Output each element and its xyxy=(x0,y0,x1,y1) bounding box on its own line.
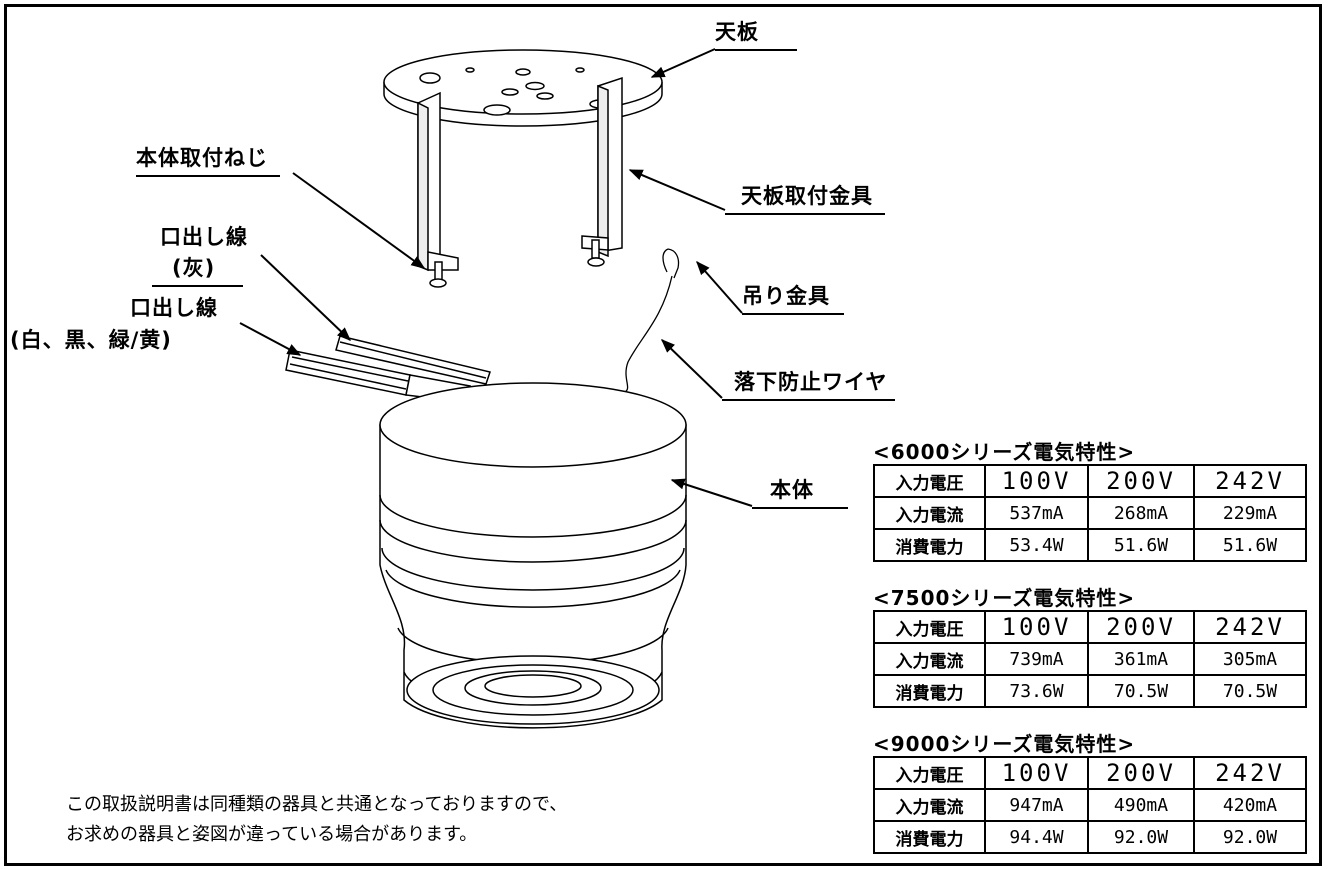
cell-value: 947mA xyxy=(984,788,1089,822)
row-label: 消費電力 xyxy=(873,674,986,708)
cell-value: 92.0W xyxy=(1193,820,1307,854)
spec-row-current: 入力電流 947mA 490mA 420mA xyxy=(873,788,1307,822)
row-label: 消費電力 xyxy=(873,528,986,562)
manual-note: この取扱説明書は同種類の器具と共通となっておりますので、 お求めの器具と姿図が違… xyxy=(66,790,567,850)
label-lead-gray-line1: 口出し線 xyxy=(160,225,248,249)
cell-value: 92.0W xyxy=(1087,820,1195,854)
spec-title: <6000シリーズ電気特性> xyxy=(873,440,1136,464)
spec-row-voltage: 入力電圧 100V 200V 242V xyxy=(873,756,1307,790)
cell-value: 537mA xyxy=(984,496,1089,530)
label-body-screw: 本体取付ねじ xyxy=(136,148,280,177)
note-line-2: お求めの器具と姿図が違っている場合があります。 xyxy=(66,824,478,845)
fall-wire-drawing xyxy=(624,248,680,393)
cell-value: 268mA xyxy=(1087,496,1195,530)
row-label: 消費電力 xyxy=(873,820,986,854)
note-line-1: この取扱説明書は同種類の器具と共通となっておりますので、 xyxy=(66,794,568,815)
cell-value: 100V xyxy=(984,610,1089,644)
cell-value: 100V xyxy=(984,756,1089,790)
cell-value: 200V xyxy=(1087,756,1195,790)
plate-bracket-drawing xyxy=(417,76,623,272)
label-main-body: 本体 xyxy=(752,480,848,509)
label-hanging-fitting: 吊り金具 xyxy=(742,286,844,315)
cell-value: 242V xyxy=(1193,756,1307,790)
spec-table-6000: <6000シリーズ電気特性> 入力電圧 100V 200V 242V 入力電流 … xyxy=(873,440,1307,562)
spec-row-power: 消費電力 73.6W 70.5W 70.5W xyxy=(873,674,1307,708)
cell-value: 200V xyxy=(1087,464,1195,498)
cell-value: 70.5W xyxy=(1087,674,1195,708)
spec-row-voltage: 入力電圧 100V 200V 242V xyxy=(873,610,1307,644)
label-lead-other-line2: (白、黒、緑/黄) xyxy=(10,328,172,352)
cell-value: 53.4W xyxy=(984,528,1089,562)
document-frame xyxy=(4,4,1322,866)
row-label: 入力電圧 xyxy=(873,610,986,644)
label-lead-gray-line2: (灰) xyxy=(152,258,244,287)
cell-value: 94.4W xyxy=(984,820,1089,854)
cell-value: 739mA xyxy=(984,642,1089,676)
row-label: 入力電流 xyxy=(873,788,986,822)
label-lead-other-line1: 口出し線 xyxy=(130,296,218,320)
cell-value: 420mA xyxy=(1193,788,1307,822)
spec-row-power: 消費電力 53.4W 51.6W 51.6W xyxy=(873,528,1307,562)
top-plate-drawing xyxy=(383,49,663,127)
leader-lines xyxy=(239,48,753,507)
cell-value: 305mA xyxy=(1193,642,1307,676)
cell-value: 229mA xyxy=(1193,496,1307,530)
spec-row-current: 入力電流 739mA 361mA 305mA xyxy=(873,642,1307,676)
row-label: 入力電流 xyxy=(873,642,986,676)
cell-value: 242V xyxy=(1193,464,1307,498)
lead-wire-drawing xyxy=(285,335,491,403)
cell-value: 361mA xyxy=(1087,642,1195,676)
cell-value: 100V xyxy=(984,464,1089,498)
cell-value: 73.6W xyxy=(984,674,1089,708)
spec-title: <7500シリーズ電気特性> xyxy=(873,586,1136,610)
label-plate-bracket: 天板取付金具 xyxy=(725,186,885,215)
spec-row-voltage: 入力電圧 100V 200V 242V xyxy=(873,464,1307,498)
body-screw-drawing xyxy=(429,239,605,288)
spec-table-9000: <9000シリーズ電気特性> 入力電圧 100V 200V 242V 入力電流 … xyxy=(873,732,1307,854)
spec-table-7500: <7500シリーズ電気特性> 入力電圧 100V 200V 242V 入力電流 … xyxy=(873,586,1307,708)
row-label: 入力電圧 xyxy=(873,756,986,790)
spec-title: <9000シリーズ電気特性> xyxy=(873,732,1136,756)
label-fall-wire: 落下防止ワイヤ xyxy=(722,372,896,401)
cell-value: 200V xyxy=(1087,610,1195,644)
spec-row-current: 入力電流 537mA 268mA 229mA xyxy=(873,496,1307,530)
cell-value: 490mA xyxy=(1087,788,1195,822)
row-label: 入力電流 xyxy=(873,496,986,530)
cell-value: 51.6W xyxy=(1087,528,1195,562)
row-label: 入力電圧 xyxy=(873,464,986,498)
main-body-drawing xyxy=(379,382,687,729)
cell-value: 242V xyxy=(1193,610,1307,644)
label-top-plate: 天板 xyxy=(715,22,797,51)
cell-value: 70.5W xyxy=(1193,674,1307,708)
spec-row-power: 消費電力 94.4W 92.0W 92.0W xyxy=(873,820,1307,854)
cell-value: 51.6W xyxy=(1193,528,1307,562)
